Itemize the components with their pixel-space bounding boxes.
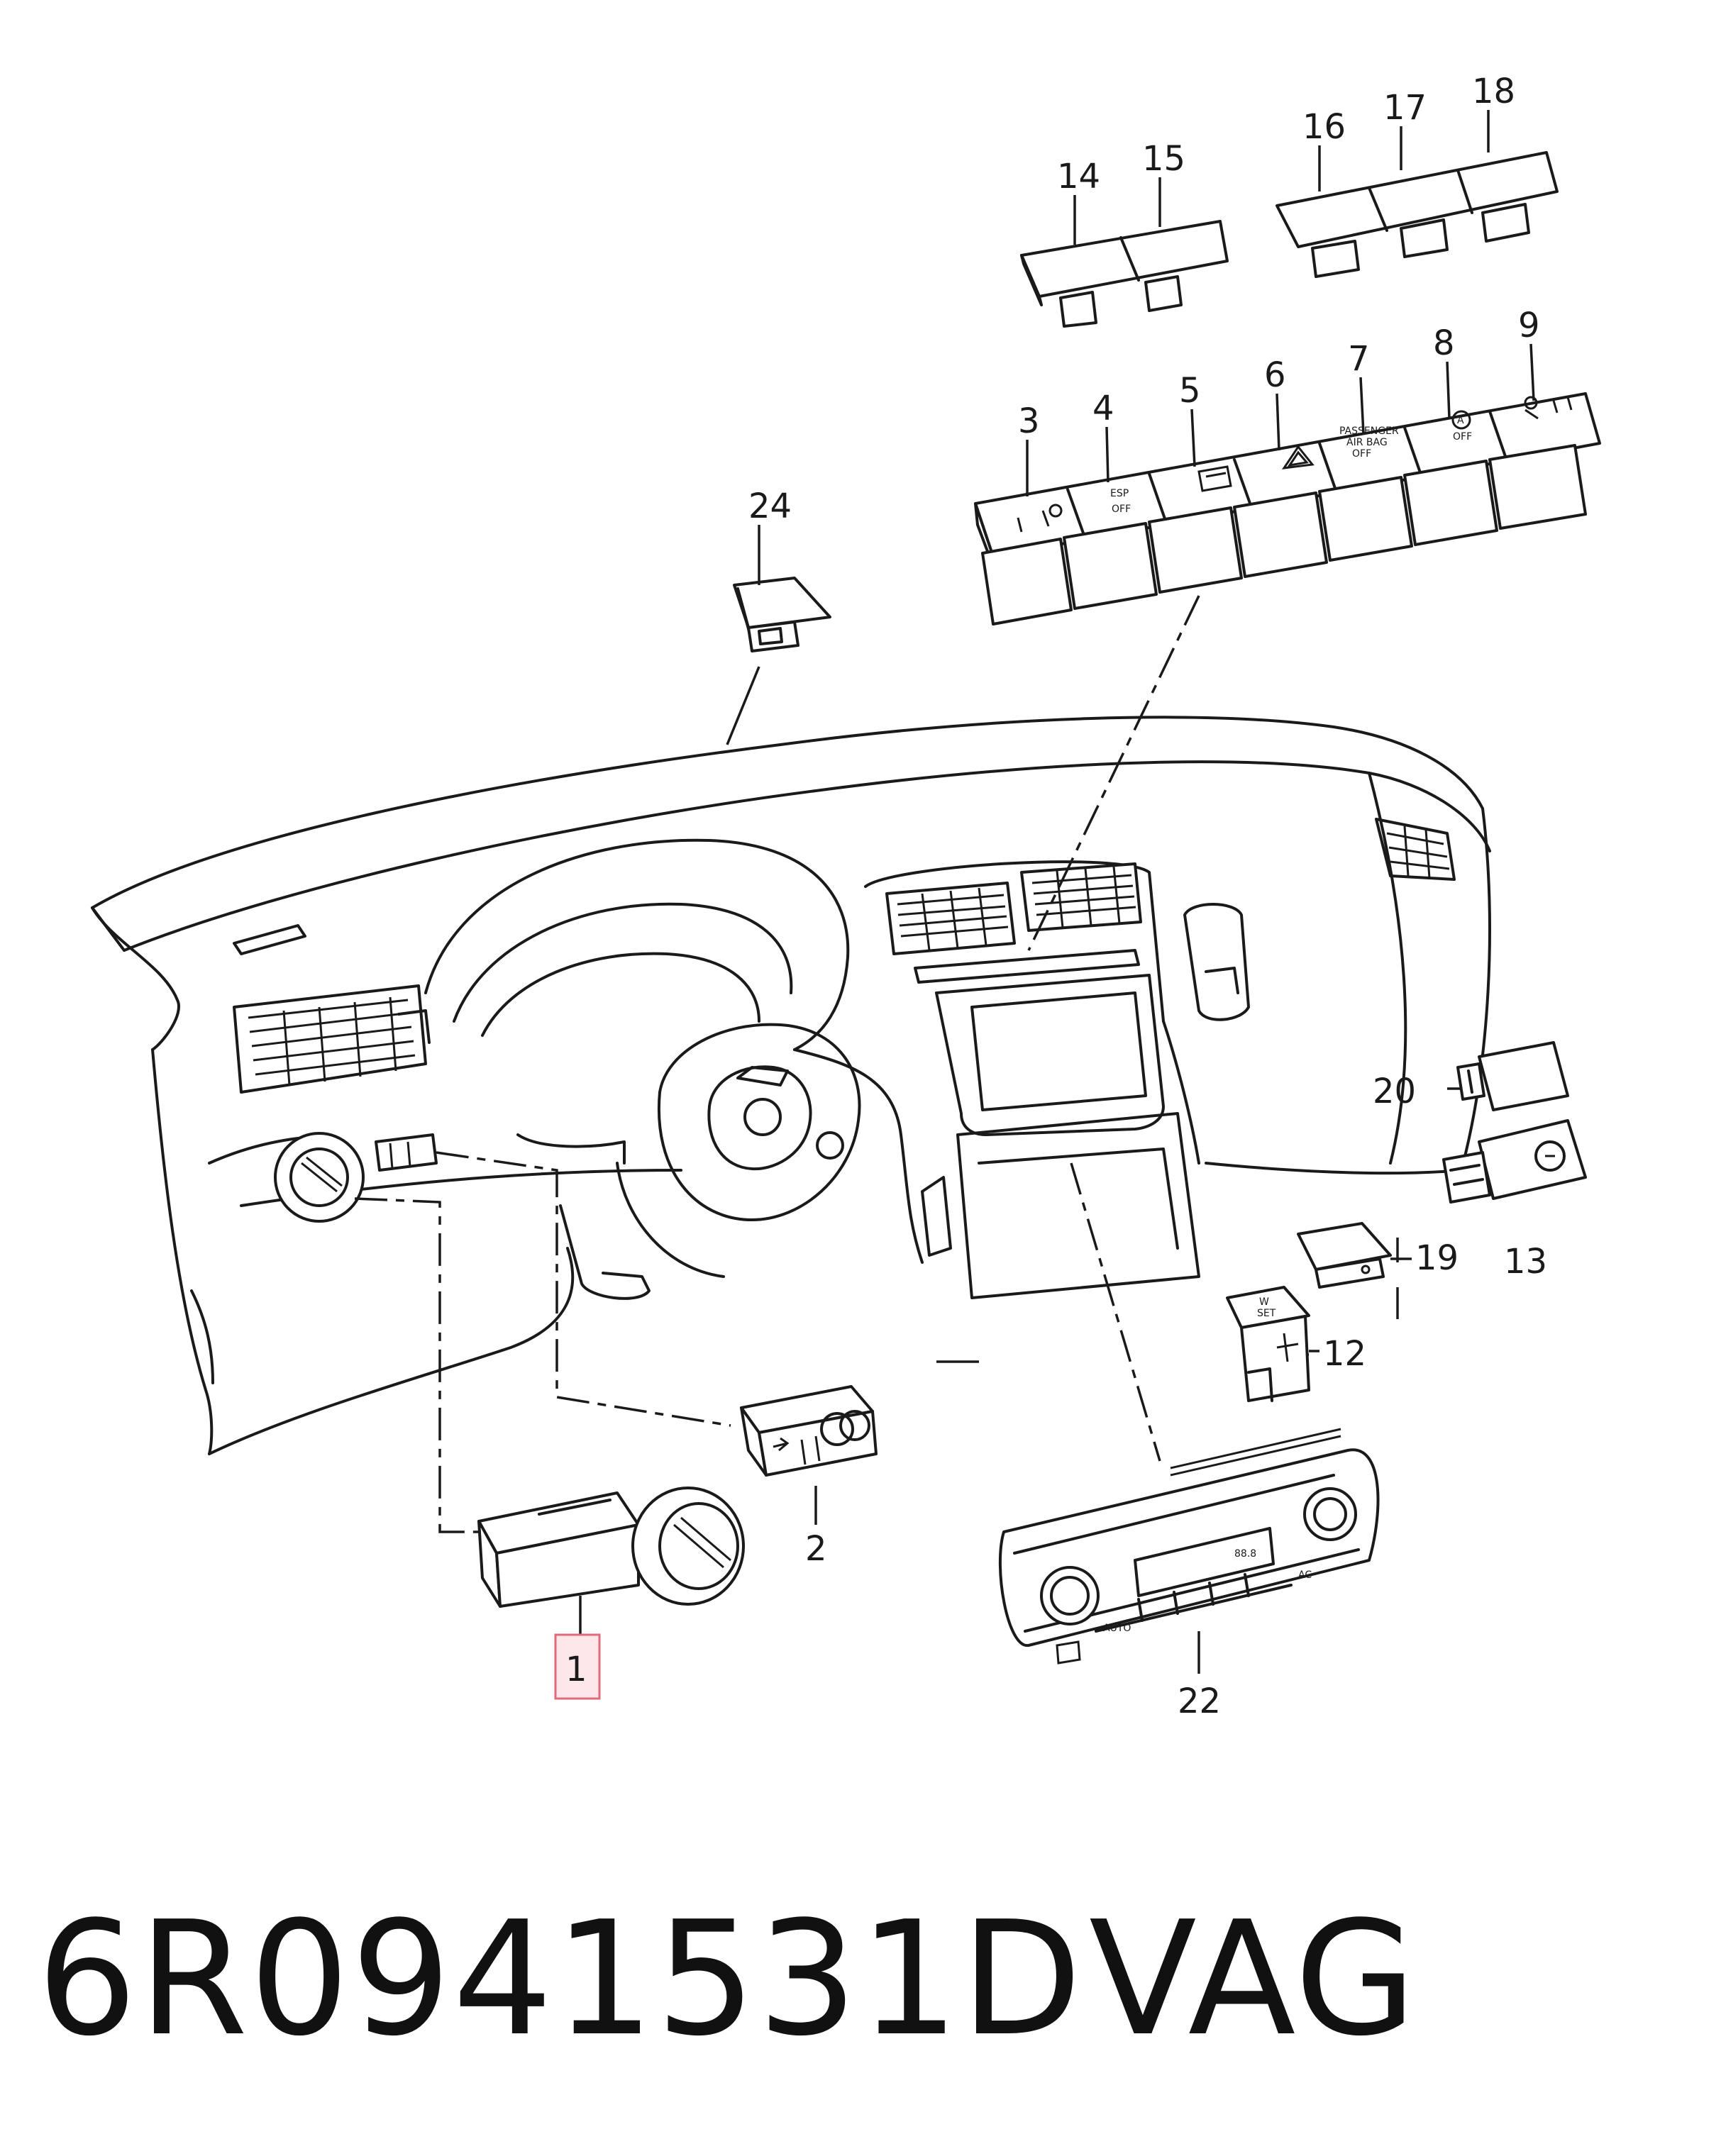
callout-20[interactable]: 20 bbox=[1373, 1072, 1416, 1111]
callout-16[interactable]: 16 bbox=[1302, 107, 1346, 147]
footer-part-number: 6R0941531D bbox=[37, 1888, 1084, 2071]
part-22-climate-panel: 88.8 AUTO AC bbox=[998, 1428, 1380, 1665]
callout-7[interactable]: 7 bbox=[1348, 339, 1370, 379]
part-19-switch bbox=[1297, 1222, 1392, 1289]
callout-22[interactable]: 22 bbox=[1178, 1682, 1221, 1721]
callout-19[interactable]: 19 bbox=[1415, 1238, 1459, 1278]
callout-9[interactable]: 9 bbox=[1518, 306, 1540, 345]
callout-4[interactable]: 4 bbox=[1092, 389, 1114, 428]
switch-triple-16-18 bbox=[1275, 151, 1559, 278]
callout-17[interactable]: 17 bbox=[1383, 88, 1427, 128]
callout-2[interactable]: 2 bbox=[805, 1529, 827, 1569]
part-2-switch bbox=[740, 1385, 878, 1477]
part-13-switch bbox=[1442, 1119, 1587, 1204]
callout-8[interactable]: 8 bbox=[1433, 323, 1455, 363]
dashboard-assembly bbox=[91, 716, 1491, 1455]
climate-ac-label: AC bbox=[1298, 1569, 1312, 1581]
callout-3[interactable]: 3 bbox=[1018, 401, 1040, 441]
climate-auto-label: AUTO bbox=[1103, 1623, 1131, 1634]
callout-1[interactable]: 1 bbox=[565, 1650, 587, 1689]
switch-pair-14-15 bbox=[1020, 220, 1229, 328]
callout-18[interactable]: 18 bbox=[1472, 72, 1515, 111]
callout-6[interactable]: 6 bbox=[1264, 355, 1286, 395]
callout-5[interactable]: 5 bbox=[1179, 371, 1201, 411]
part-24-switch bbox=[733, 577, 831, 652]
wset-label-line2: SET bbox=[1257, 1308, 1276, 1319]
callout-14[interactable]: 14 bbox=[1057, 157, 1100, 196]
footer-brand: VAG bbox=[1089, 1888, 1418, 2071]
climate-display-value: 88.8 bbox=[1234, 1548, 1256, 1560]
callout-12[interactable]: 12 bbox=[1323, 1334, 1366, 1374]
airbag-label-line3: OFF bbox=[1352, 448, 1371, 460]
wset-label-line1: W bbox=[1259, 1296, 1269, 1308]
esp-label-line2: OFF bbox=[1112, 504, 1131, 515]
part-20-switch bbox=[1456, 1041, 1569, 1111]
esp-label-line1: ESP bbox=[1110, 488, 1129, 499]
callout-13[interactable]: 13 bbox=[1504, 1242, 1547, 1282]
callout-labels: 1 2 3 4 5 6 7 8 9 12 13 14 15 16 17 18 1… bbox=[554, 72, 1547, 1721]
part-1-light-switch bbox=[477, 1487, 745, 1608]
highlight-box-part-1 bbox=[554, 1633, 601, 1700]
airbag-label-line2: AIR BAG bbox=[1346, 437, 1388, 448]
callout-15[interactable]: 15 bbox=[1142, 139, 1185, 179]
switch-strip-3-9: ESP OFF PASSENGER AIR BAG OFF A OFF bbox=[974, 392, 1601, 626]
start-stop-label-line1: A bbox=[1457, 415, 1464, 426]
part-12-switch: W SET bbox=[1226, 1286, 1310, 1402]
airbag-label-line1: PASSENGER bbox=[1339, 426, 1399, 437]
callout-24[interactable]: 24 bbox=[748, 487, 792, 526]
start-stop-label-line2: OFF bbox=[1453, 431, 1472, 443]
